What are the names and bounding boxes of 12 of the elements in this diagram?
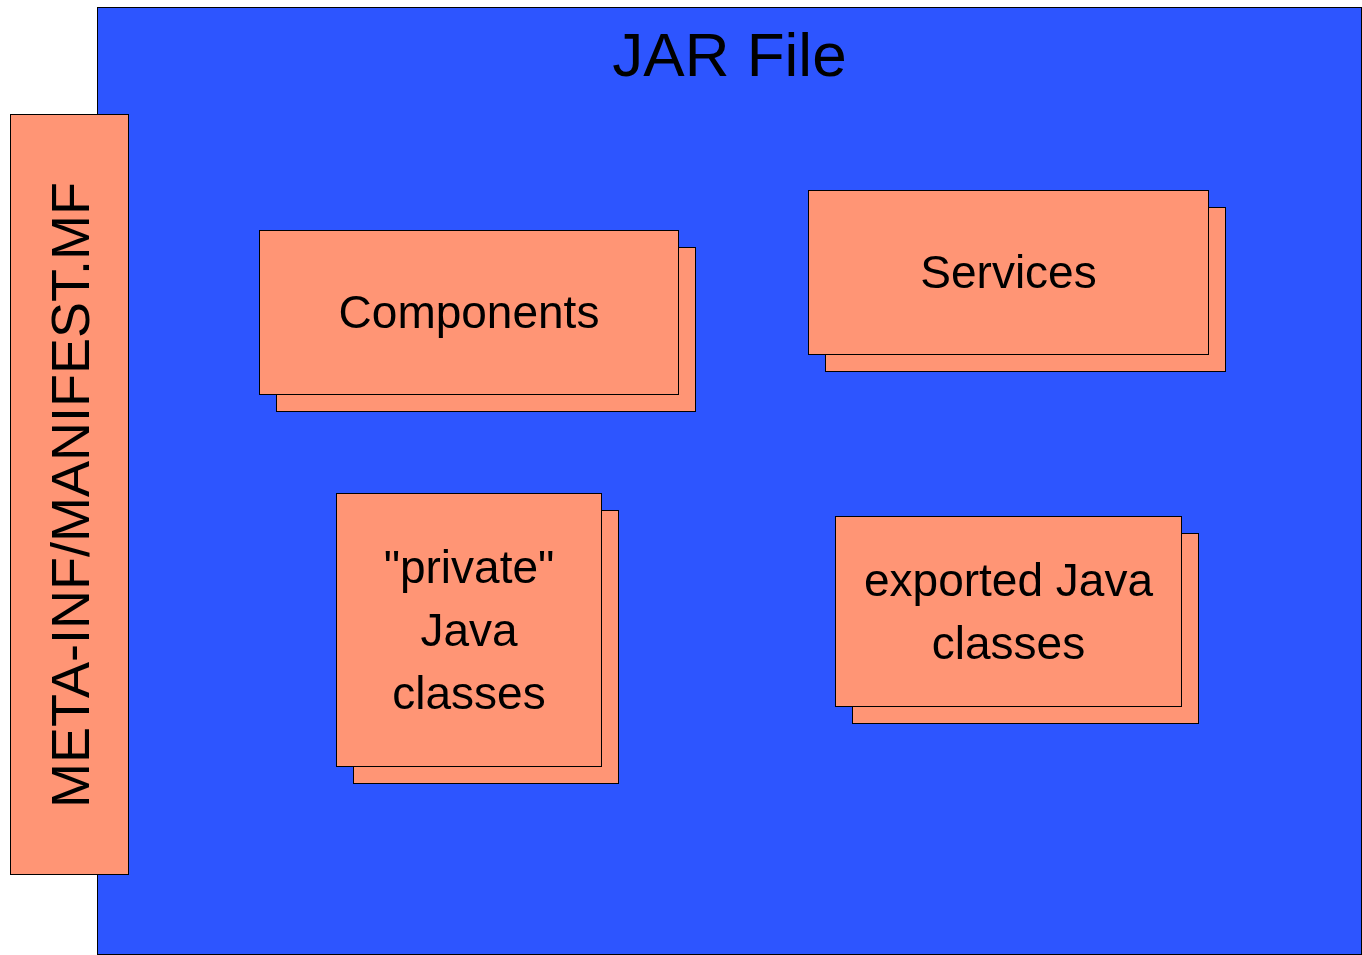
- manifest-bar: [10, 114, 129, 875]
- stacked-box: [835, 516, 1199, 724]
- stacked-box: [808, 190, 1226, 372]
- panel-title: JAR File: [611, 20, 848, 90]
- box-label: exported Java classes: [863, 552, 1154, 671]
- bar-label: META-INF/MANIFEST.MF: [39, 181, 100, 808]
- box-label: "private" Java classes: [382, 539, 556, 721]
- stacked-box: [336, 493, 619, 784]
- box-label: Components: [337, 285, 601, 340]
- box-label: Services: [919, 245, 1098, 300]
- stacked-box: [259, 230, 696, 412]
- container-panel: [97, 7, 1362, 955]
